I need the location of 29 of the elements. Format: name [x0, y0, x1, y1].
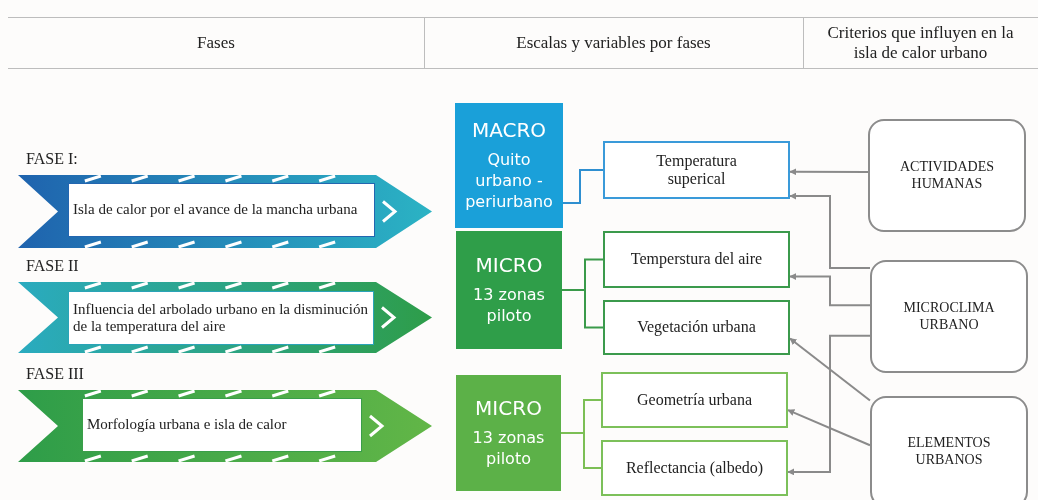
variable-box: Reflectancia (albedo)	[601, 440, 788, 496]
connector-arrow	[787, 334, 871, 476]
column-header: Fases	[196, 31, 236, 54]
variable-box: Temperstura del aire	[603, 231, 790, 288]
criterion-box: ACTIVIDADES HUMANAS	[868, 119, 1026, 232]
scale-description: Quito urbano - periurbano	[464, 150, 554, 213]
connector-arrow	[789, 273, 871, 307]
phase-heading: FASE III	[26, 365, 84, 383]
variable-box: Temperatura superical	[603, 141, 790, 199]
connector-arrow	[789, 168, 869, 176]
phase-heading: FASE I:	[26, 150, 78, 168]
connector-arrow	[789, 192, 871, 269]
scale-description: 13 zonas piloto	[471, 428, 546, 470]
phase-description: Isla de calor por el avance de la mancha urbana	[68, 183, 375, 237]
phase-description: Influencia del arbolado urbano en la disminución de la temperatura del aire	[68, 291, 374, 345]
scale-title: MACRO	[471, 118, 547, 143]
connector-arrow	[787, 409, 871, 447]
criterion-box: MICROCLIMA URBANO	[870, 260, 1028, 373]
variable-box: Geometría urbana	[601, 372, 788, 428]
phase-description: Morfología urbana e isla de calor	[82, 398, 362, 452]
column-header: Criterios que influyen en la isla de calor urbano	[826, 21, 1015, 64]
scale-title: MICRO	[475, 396, 542, 421]
scale-description: 13 zonas piloto	[472, 285, 546, 327]
phase-heading: FASE II	[26, 257, 79, 275]
connector-arrow	[789, 337, 871, 402]
criterion-box: ELEMENTOS URBANOS	[870, 396, 1028, 500]
scale-title: MICRO	[475, 253, 543, 278]
variable-box: Vegetación urbana	[603, 300, 790, 355]
column-header: Escalas y variables por fases	[515, 31, 712, 54]
